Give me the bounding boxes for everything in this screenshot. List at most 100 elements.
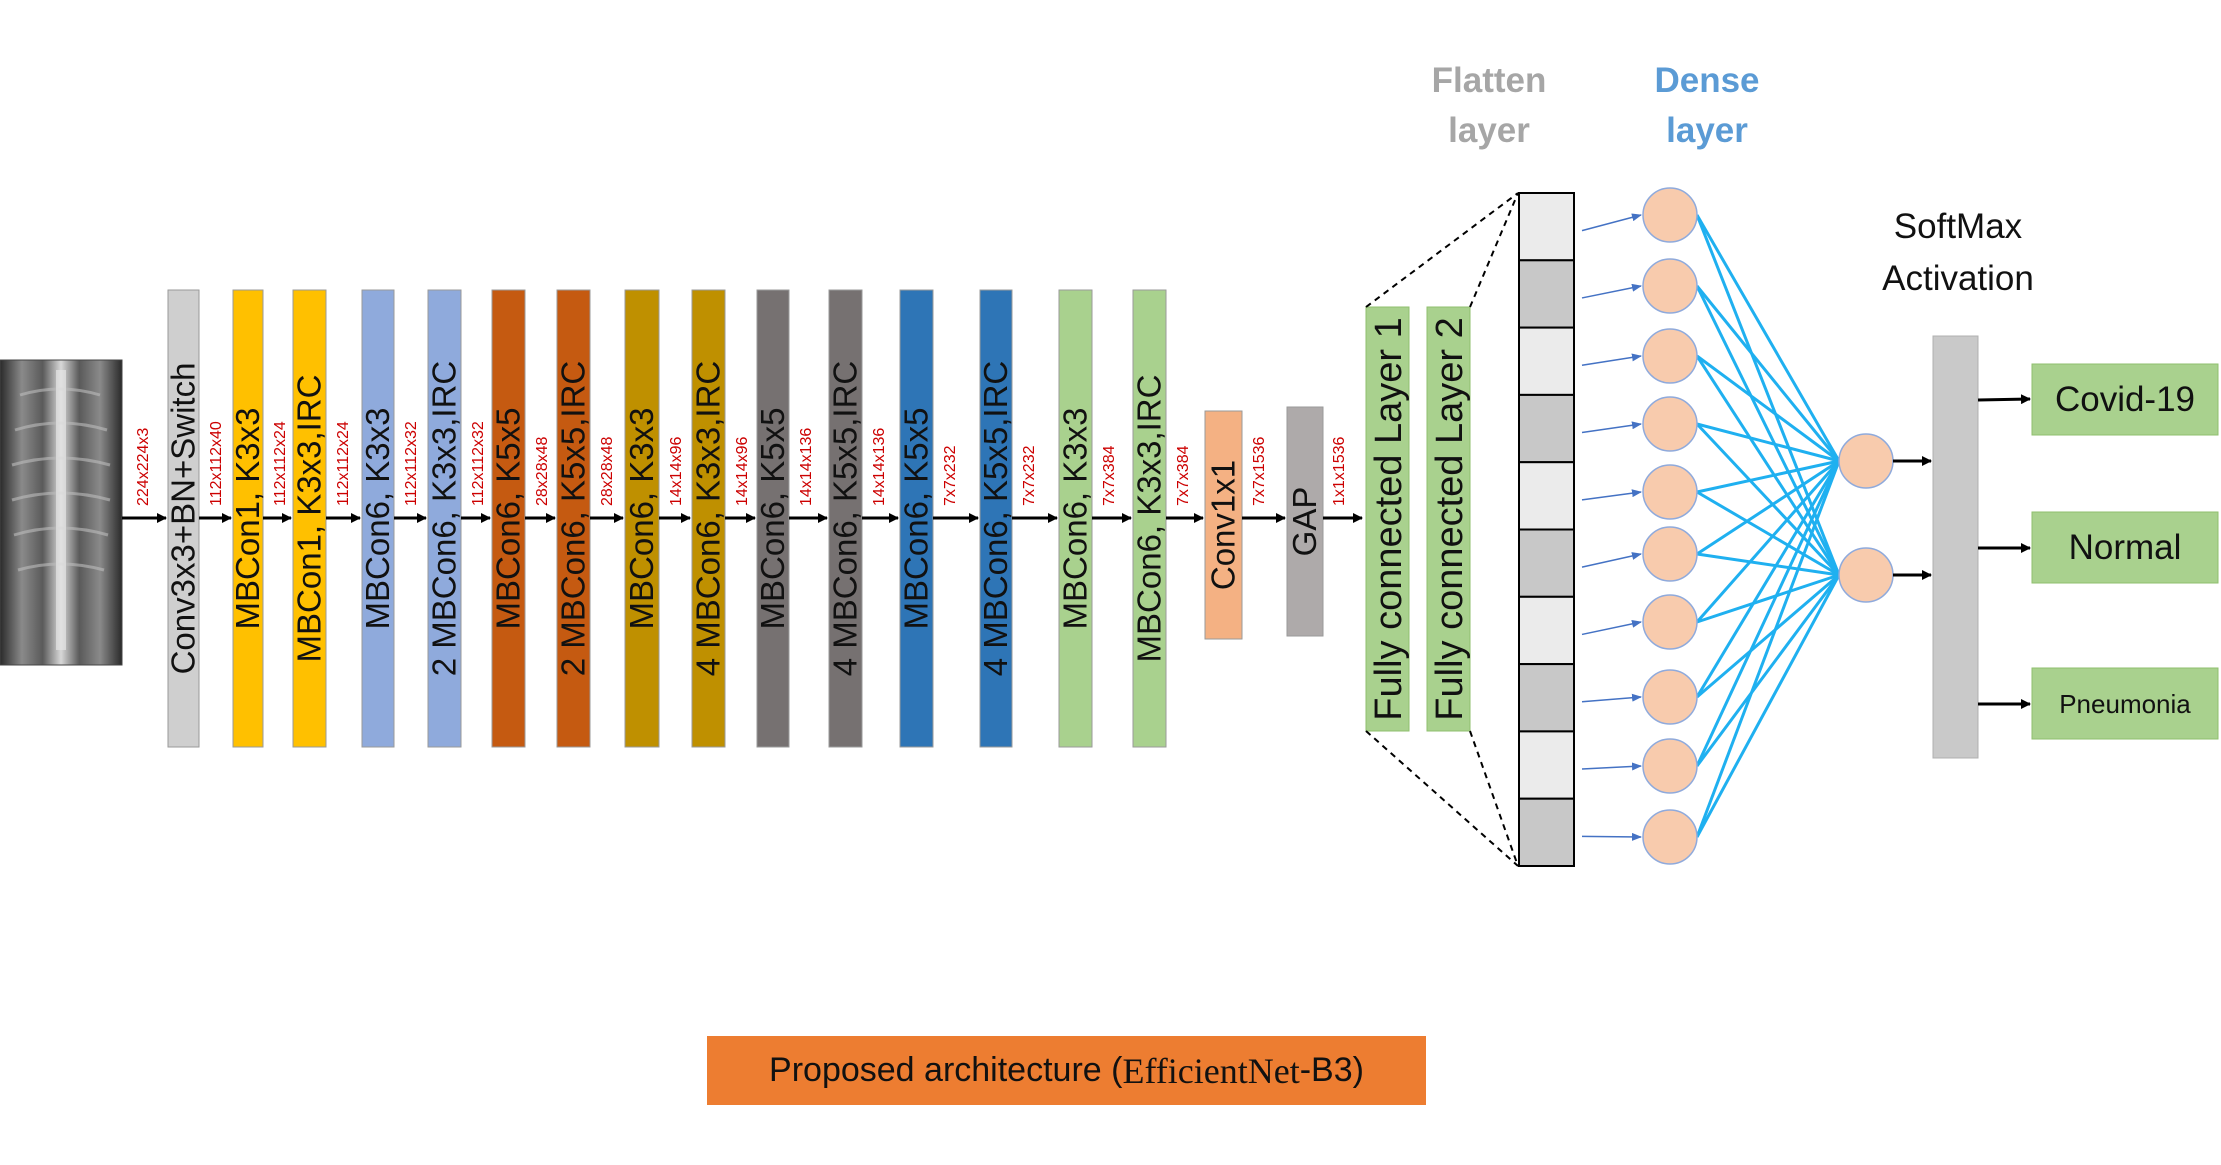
dim-label-2: 112x112x40: [208, 421, 225, 506]
block-1: [167, 289, 200, 748]
flatten-cell: [1518, 663, 1575, 733]
output-classes: Covid-19 Normal Pneumonia: [1977, 363, 2219, 740]
dense-connection: [1695, 460, 1841, 838]
dense-header-line2: layer: [1666, 111, 1748, 150]
flatten-header-line1: Flatten: [1432, 61, 1547, 100]
dim-label-14: 7x7x232: [1021, 445, 1038, 506]
softmax-header-line1: SoftMax: [1894, 207, 2023, 246]
dense-neuron: [1642, 464, 1698, 520]
output-neuron-1: [1838, 433, 1894, 489]
flatten-to-dense-arrow: [1581, 552, 1642, 568]
dense-connections: [1581, 213, 1841, 841]
dim-label-12: 14x14x136: [871, 428, 888, 506]
dense-neuron: [1642, 187, 1698, 243]
dense-connection: [1695, 574, 1841, 838]
block-14: [1058, 289, 1093, 748]
dense-connection: [1695, 460, 1841, 767]
block-5-label: 2 MBCon6, K3x3,IRC: [426, 361, 463, 676]
block-15: [1132, 289, 1167, 748]
flatten-to-dense-arrow: [1581, 832, 1642, 841]
caption-prefix: Proposed architecture (: [769, 1051, 1123, 1089]
flatten-cell: [1518, 461, 1575, 531]
block-17-label: GAP: [1286, 487, 1323, 557]
output-label-pneumonia: Pneumonia: [2059, 689, 2191, 719]
dense-connection: [1696, 573, 1840, 699]
dim-label-7: 28x28x48: [534, 437, 551, 506]
softmax-header: SoftMax Activation: [1882, 207, 2034, 298]
softmax-bar: [1932, 335, 1979, 759]
input-xray-image: [0, 359, 123, 666]
flatten-to-dense-arrow: [1581, 693, 1642, 703]
output-label-covid: Covid-19: [2055, 380, 2195, 419]
flatten-to-dense-arrow: [1581, 489, 1642, 501]
block-6: [491, 289, 526, 748]
output-box-covid: [2031, 363, 2219, 436]
dense-connection: [1696, 490, 1840, 577]
block-6-label: MBCon6, K5x5: [490, 408, 527, 630]
dense-connection: [1696, 422, 1840, 463]
dense-connection: [1695, 285, 1841, 462]
output-label-normal: Normal: [2069, 528, 2182, 567]
dense-neuron: [1642, 258, 1698, 314]
block-8-label: MBCon6, K3x3: [623, 408, 660, 630]
dim-label-9: 14x14x96: [668, 437, 685, 506]
flatten-layer: [1518, 192, 1575, 868]
flatten-cell: [1518, 326, 1575, 396]
dense-connection: [1696, 354, 1840, 463]
dense-connection: [1696, 459, 1840, 556]
dense-neuron: [1642, 396, 1698, 452]
block-16: [1204, 410, 1243, 640]
softmax-header-line2: Activation: [1882, 259, 2034, 298]
flatten-cell: [1518, 730, 1575, 800]
block-14-label: MBCon6, K3x3: [1057, 408, 1094, 630]
flatten-cell: [1518, 797, 1575, 868]
block-16-label: Conv1x1: [1205, 460, 1242, 590]
flatten-to-dense-arrow: [1581, 421, 1642, 434]
dense-connection: [1695, 214, 1841, 462]
block-9-label: 4 MBCon6, K3x3,IRC: [690, 361, 727, 676]
dense-connection: [1696, 459, 1840, 494]
block-15-label: MBCon6, K3x3,IRC: [1131, 375, 1168, 663]
dense-connection: [1695, 574, 1841, 767]
flatten-to-dense-arrow: [1581, 283, 1642, 299]
dense-header-line1: Dense: [1654, 61, 1759, 100]
caption-box: Proposed architecture (EfficientNet-B3): [707, 1036, 1426, 1105]
dense-neuron: [1642, 594, 1698, 650]
dense-connection: [1695, 422, 1841, 577]
flatten-cell: [1518, 192, 1575, 262]
flatten-cell: [1518, 595, 1575, 666]
dim-label-4: 112x112x24: [335, 421, 352, 506]
output-arrow-covid: [1977, 394, 2031, 405]
block-17: [1286, 406, 1324, 637]
flatten-to-dense-arrow: [1581, 762, 1642, 771]
dim-label-15: 7x7x384: [1101, 445, 1118, 506]
dim-label-gap-output: 1x1x1536: [1331, 437, 1348, 506]
flatten-to-dense-arrow: [1581, 353, 1642, 366]
block-5: [427, 289, 462, 748]
caption-suffix: -B3): [1299, 1051, 1364, 1089]
dim-label-5: 112x112x32: [403, 421, 420, 506]
dense-neuron: [1642, 328, 1698, 384]
block-2-label: MBCon1, K3x3: [229, 408, 266, 630]
dense-connection: [1695, 460, 1841, 623]
dense-connection: [1695, 355, 1841, 576]
dim-label-10: 14x14x96: [734, 437, 751, 506]
dim-label-6: 112x112x32: [470, 421, 487, 506]
dense-neurons: [1642, 187, 1932, 865]
block-12-label: MBCon6, K5x5: [898, 408, 935, 630]
block-9: [691, 289, 726, 748]
output-box-pneumonia: [2031, 667, 2219, 740]
fc-layer-2-label: Fully connected Layer 2: [1429, 317, 1471, 720]
block-4-label: MBCon6, K3x3: [359, 408, 396, 630]
flatten-cell: [1518, 259, 1575, 329]
block-12: [899, 289, 934, 748]
output-box-normal: [2031, 511, 2219, 584]
dim-label-3: 112x112x24: [272, 421, 289, 506]
dim-label-17: 7x7x1536: [1251, 437, 1268, 506]
block-7: [556, 289, 591, 748]
flatten-header: Flatten layer: [1432, 61, 1547, 150]
block-3-label: MBCon1, K3x3,IRC: [291, 375, 328, 663]
